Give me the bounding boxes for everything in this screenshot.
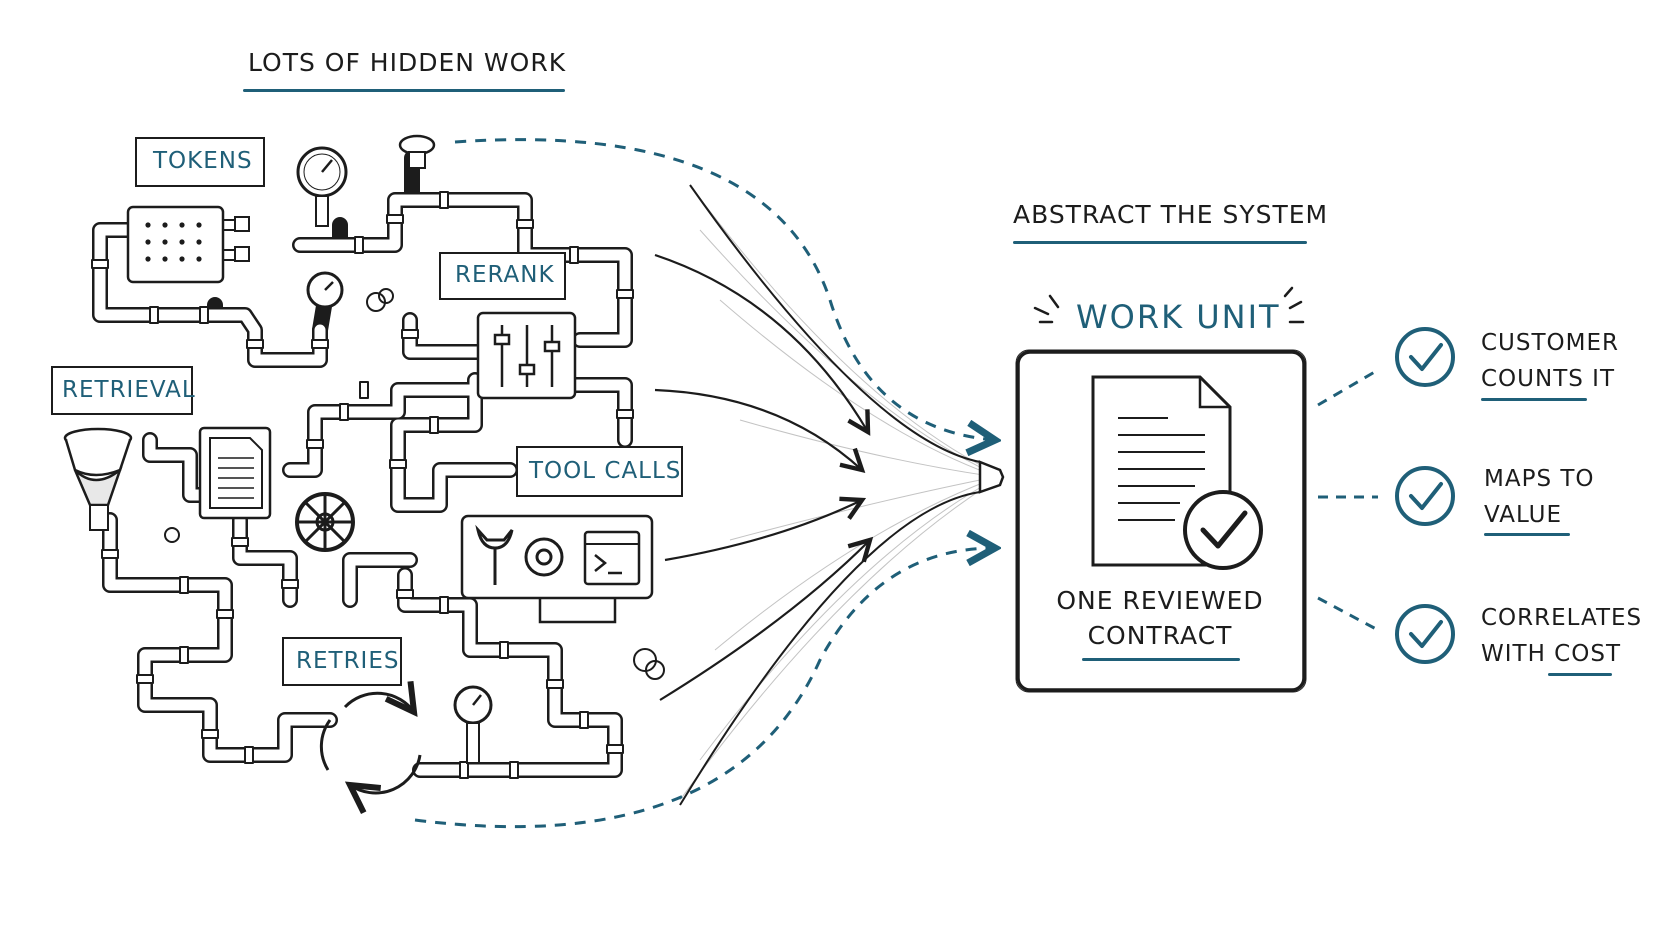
benefit-underline [1481,398,1587,401]
pipe-label-retrieval: RETRIEVAL [62,377,196,403]
pipe-label-retries: RETRIES [296,648,400,674]
benefit-underline [1484,533,1570,536]
card-caption-line1: ONE REVIEWED [1056,586,1264,615]
pipe-network [91,150,634,779]
left-heading-underline [243,89,565,92]
valve-wheel-icon [295,492,355,552]
pipe-couplings [91,191,634,779]
pipe-label-rerank: RERANK [455,262,555,288]
steam-puffs [164,288,665,680]
gauge-icon [453,685,493,764]
benefit-customer-counts: CUSTOMER COUNTS IT [1481,325,1619,397]
pipe-label-tool-calls: TOOL CALLS [529,458,682,484]
check-circle-icon [1395,604,1455,664]
sliders-icon [476,311,577,400]
card-caption: ONE REVIEWED CONTRACT [1020,583,1300,653]
dashed-abstraction-arrows [414,138,995,829]
card-caption-underline [1082,658,1240,661]
benefit-line: MAPS TO [1484,466,1595,492]
label-frames [51,137,683,686]
card-caption-line2: CONTRACT [1087,621,1233,650]
valve-handwheel-icon [398,134,436,169]
control-panel-icon [126,205,250,284]
gauge-icon [296,146,348,227]
right-heading: ABSTRACT THE SYSTEM [1013,200,1329,229]
refresh-cycle-icon [319,693,422,793]
benefit-maps-to-value: MAPS TO VALUE [1484,461,1595,533]
tool-calls-machine [460,514,654,624]
wrench-icon [475,524,514,585]
emphasis-marks [1033,286,1305,324]
flow-arrows [654,253,870,701]
check-circle-icon [1395,327,1455,387]
gauge-icon [306,271,344,309]
flow-shading [679,184,991,801]
terminal-icon [583,530,641,586]
benefit-line: WITH COST [1481,641,1621,667]
work-unit-title: WORK UNIT [1076,298,1281,336]
benefit-line: COUNTS IT [1481,366,1615,392]
document-icon [198,426,272,520]
check-circle-icon [1395,466,1455,526]
right-heading-underline [1013,241,1307,244]
flow-funnel-outline [679,184,1005,806]
benefit-line: CUSTOMER [1481,330,1620,356]
benefit-line: CORRELATES [1481,605,1643,631]
funnel-icon [63,427,133,531]
benefit-connectors [1317,368,1379,632]
check-circle-icon [1183,490,1263,570]
left-heading: LOTS OF HIDDEN WORK [248,48,567,77]
pipe-label-tokens: TOKENS [153,148,253,174]
benefit-line: VALUE [1484,502,1563,528]
gear-icon [524,537,564,577]
benefit-correlates-with-cost: CORRELATES WITH COST [1481,600,1642,672]
benefit-underline [1548,673,1612,676]
